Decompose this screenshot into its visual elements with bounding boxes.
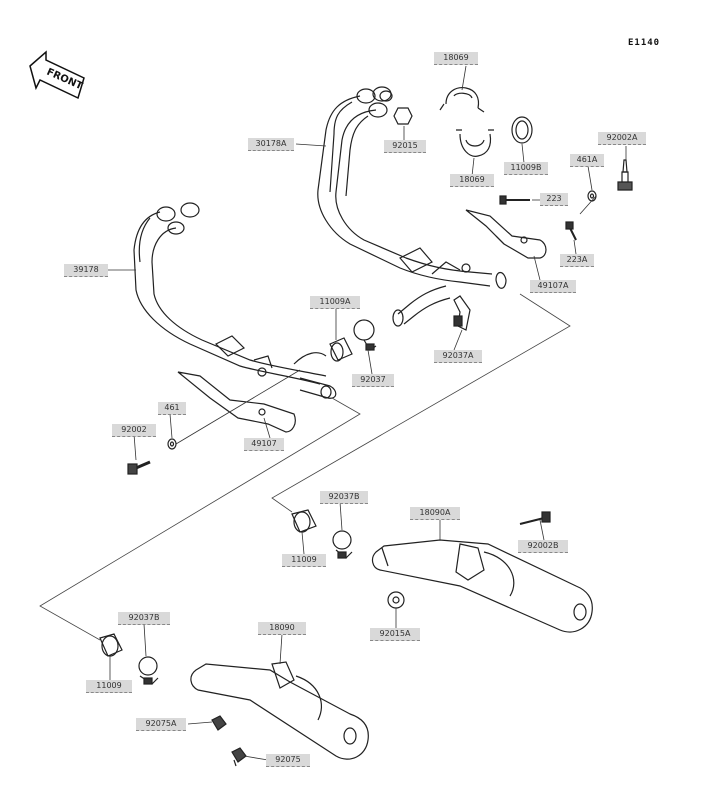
heat-shield-49107a	[465, 209, 547, 259]
bolt-223a-icon	[565, 221, 577, 241]
sleeve-11009-upper	[291, 509, 317, 533]
part-ref-92002: 92002	[112, 424, 156, 437]
part-ref-11009-upper: 11009	[282, 554, 326, 567]
bolt-223-icon	[499, 195, 530, 205]
heat-shield-49107	[177, 371, 296, 433]
exhaust-pipe-right	[317, 86, 507, 327]
part-ref-92015: 92015	[384, 140, 426, 153]
part-ref-92037b-upper: 92037B	[320, 491, 368, 504]
muffler-18090	[190, 661, 369, 760]
part-ref-18090: 18090	[258, 622, 306, 635]
part-ref-30178a: 30178A	[248, 138, 294, 151]
diagram-code: E1140	[628, 38, 661, 48]
part-ref-92015a: 92015A	[370, 628, 420, 641]
part-ref-92037b-lower: 92037B	[118, 612, 170, 625]
part-ref-39178: 39178	[64, 264, 108, 277]
part-ref-18069-top: 18069	[434, 52, 478, 65]
sleeve-11009a	[329, 337, 353, 362]
front-arrow-icon: FRONT	[29, 50, 85, 100]
sleeve-11009-lower	[99, 633, 123, 657]
washer-461a-icon	[587, 190, 597, 202]
bolt-92002a-icon	[617, 159, 633, 191]
part-ref-92075a: 92075A	[136, 718, 186, 731]
nut-92015-icon	[393, 107, 413, 125]
part-ref-11009b: 11009B	[504, 162, 548, 175]
washer-461-icon	[167, 438, 177, 450]
assembly-guide-lines	[39, 293, 571, 641]
nut-92075-icon	[231, 747, 247, 767]
part-ref-92002a: 92002A	[598, 132, 646, 145]
part-ref-461a: 461A	[570, 154, 604, 167]
part-ref-92037: 92037	[352, 374, 394, 387]
part-ref-18069-bottom: 18069	[450, 174, 494, 187]
part-ref-92002b: 92002B	[518, 540, 568, 553]
part-ref-223: 223	[540, 193, 568, 206]
part-ref-49107: 49107	[244, 438, 284, 451]
clamp-92037b-lower	[138, 656, 159, 685]
gasket-18069-bottom	[456, 129, 494, 157]
clamp-92037	[353, 319, 377, 351]
muffler-18090a	[371, 539, 593, 633]
clamp-92037a	[453, 295, 471, 331]
clamp-92037b-upper	[332, 530, 353, 559]
part-ref-223a: 223A	[560, 254, 594, 267]
bolt-92002b-icon	[519, 511, 551, 525]
part-ref-461: 461	[158, 402, 186, 415]
leader-lines	[108, 65, 627, 761]
gasket-18069-top	[439, 87, 485, 113]
nut-92015a-icon	[387, 591, 405, 609]
part-ref-92075: 92075	[266, 754, 310, 767]
ring-11009b	[511, 116, 533, 144]
bolt-92002-icon	[127, 460, 151, 475]
part-ref-92037a: 92037A	[434, 350, 482, 363]
part-ref-18090a: 18090A	[410, 507, 460, 520]
part-ref-49107a: 49107A	[530, 280, 576, 293]
part-ref-11009-lower: 11009	[86, 680, 132, 693]
nut-92075a-icon	[211, 715, 227, 731]
exhaust-pipe-left	[133, 202, 337, 399]
part-ref-11009a: 11009A	[310, 296, 360, 309]
